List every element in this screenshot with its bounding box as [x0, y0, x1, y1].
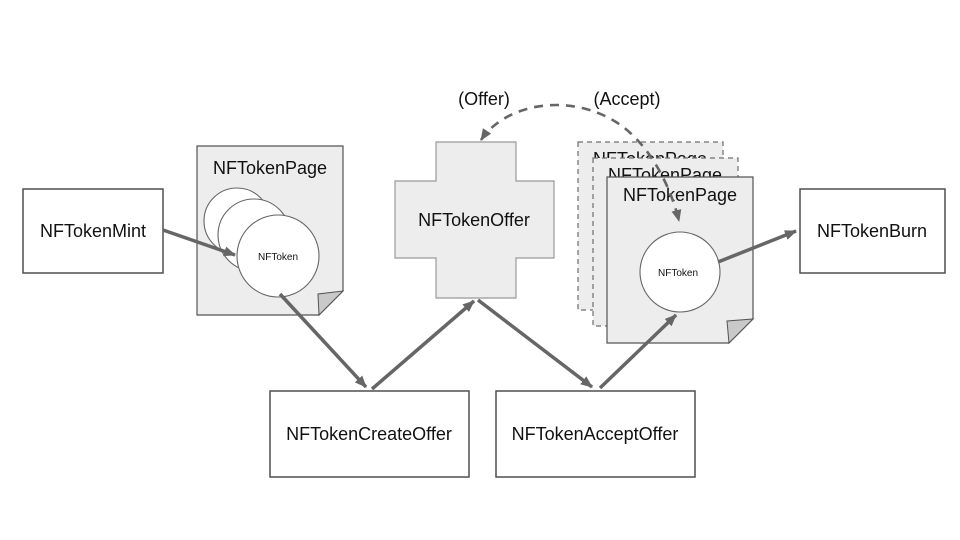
nftokenacceptoffer-label: NFTokenAcceptOffer [512, 424, 679, 444]
nftokenmint-node: NFTokenMint [22, 188, 164, 274]
left-nftokenpage-title: NFTokenPage [213, 158, 327, 178]
nftokenacceptoffer-box [495, 390, 696, 478]
nftokencreateoffer-box [269, 390, 470, 478]
arrow-page-to-burn [717, 229, 797, 264]
nftokencreateoffer-node: NFTokenCreateOffer [269, 390, 470, 478]
right-nftokenpage-title: NFTokenPage [623, 185, 737, 205]
nftokenmint-box [22, 188, 164, 274]
right-nftoken-label: NFToken [658, 268, 698, 279]
left-nftokenpage-node: NFTokenPage NFToken [196, 145, 345, 317]
nftokenburn-label: NFTokenBurn [817, 221, 927, 241]
right-nftoken-circle [639, 231, 721, 313]
arrow-mint-to-page [162, 228, 236, 257]
arrow-createoffer-to-offer [370, 299, 476, 391]
arrow-acceptoffer-to-page [598, 313, 678, 390]
left-nftoken-label: NFToken [258, 252, 298, 263]
left-page-fold-corner-icon [317, 290, 345, 317]
nftokencreateoffer-label: NFTokenCreateOffer [286, 424, 452, 444]
right-nftokenpage-stack: NFTokenPage NFTokenPage NFTokenPage NFTo… [577, 141, 755, 345]
nftokenmint-label: NFTokenMint [40, 221, 146, 241]
right-page-fold-corner-icon [726, 318, 755, 345]
arrow-page-to-createoffer [278, 292, 368, 389]
offer-annotation: (Offer) [458, 89, 510, 109]
nftoken-circle-front [236, 214, 320, 298]
arrow-offer-to-acceptoffer [476, 298, 594, 389]
nftokenburn-box [799, 188, 946, 274]
nftokenacceptoffer-node: NFTokenAcceptOffer [495, 390, 696, 478]
nftokenburn-node: NFTokenBurn [799, 188, 946, 274]
accept-annotation: (Accept) [593, 89, 660, 109]
dashed-offer-accept-arc [479, 103, 682, 222]
nftokenoffer-node: NFTokenOffer [394, 141, 555, 299]
nftokenoffer-label: NFTokenOffer [418, 210, 530, 230]
